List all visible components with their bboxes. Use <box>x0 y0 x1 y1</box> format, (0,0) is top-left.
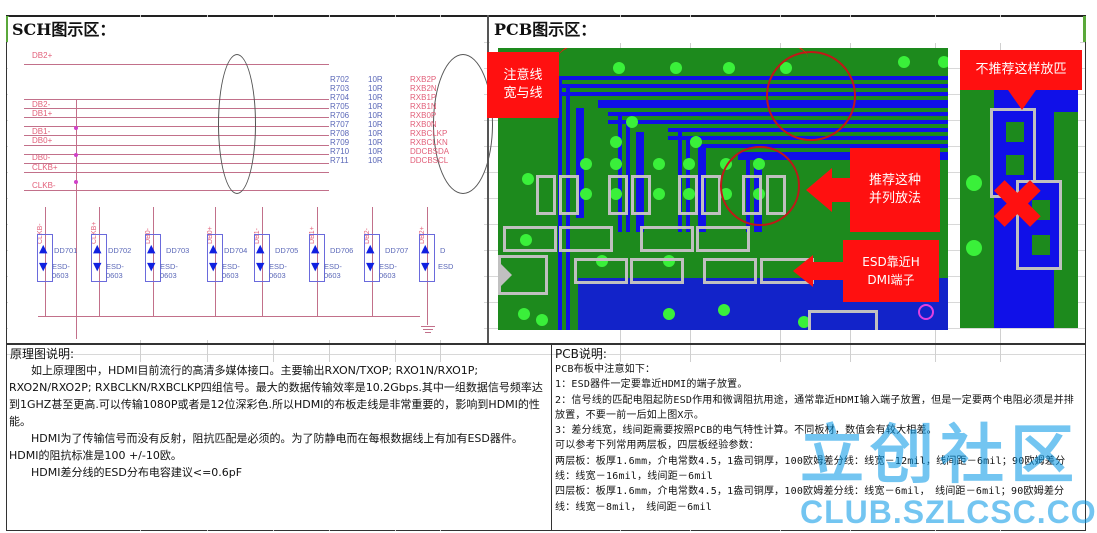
pcb-notes-line: 可以参考下列常用两层板，四层板经验参数： <box>555 440 759 452</box>
callout-recommend-parallel: 推荐这种并列放法 <box>850 148 940 232</box>
resistor-net: RXB0N <box>410 120 437 129</box>
connector-pin <box>498 261 512 289</box>
net-label: DB1- <box>32 127 51 136</box>
callout-esd-near-hdmi: ESD靠近HDMI端子 <box>843 240 939 302</box>
resistor-net: RXB0P <box>410 111 437 120</box>
section-divider <box>6 343 1086 345</box>
sch-notes-paragraph: HDMI为了传输信号而没有反射，阻抗匹配是必须的。为了防静电而在每根数据线上有加… <box>9 432 523 462</box>
resistor-value: 10R <box>368 84 383 93</box>
resistor-ref: R703 <box>330 84 350 93</box>
resistor-ref: R710 <box>330 147 350 156</box>
schematic-diagram: DB2+ DB2- DB1+ DB1- DB0+ DB0- CLKB+ CLKB… <box>8 42 493 340</box>
arrow-shaft <box>812 262 844 280</box>
wire <box>24 190 329 191</box>
pcb-notes-line: 两层板：板厚1.6mm，介电常数4.5，1盎司铜厚，100欧姆差分线：线宽－12… <box>555 455 1066 483</box>
pcb-notes-body: PCB布板中注意如下： 1：ESD器件一定要靠近HDMI的端子放置。 2：信号线… <box>555 362 1083 515</box>
callout-trace-width: 注意线宽与线 <box>487 52 559 118</box>
pcb-notes-title: PCB说明: <box>555 347 607 361</box>
highlight-ellipse <box>433 54 493 194</box>
wire <box>24 117 329 118</box>
resistor-value: 10R <box>368 111 383 120</box>
pcb-notes-line: 四层板：板厚1.6mm，介电常数4.5，1盎司铜厚，100欧姆差分线：线宽－6m… <box>555 486 1065 513</box>
arrow-shaft <box>830 178 852 202</box>
pcb-notes-cell <box>552 362 1085 530</box>
resistor-value: 10R <box>368 156 383 165</box>
wire <box>24 172 329 173</box>
cross-mark-icon: ✖ <box>988 164 1047 246</box>
highlight-ellipse <box>218 54 256 194</box>
wire <box>24 99 329 100</box>
highlight-circle <box>720 146 800 226</box>
arrow-left-icon <box>806 168 832 212</box>
net-label: CLKB+ <box>32 163 58 172</box>
pcb-notes-line: 2：信号线的匹配电阻起防ESD作用和微调阻抗用途，通常靠近HDMI输入端子放置，… <box>555 394 1074 421</box>
pcb-notes-line: 3：差分线宽，线间距需要按照PCB的电气特性计算。不同板材，数值会有较大相差。 <box>555 425 937 437</box>
pcb-notes-line: 1：ESD器件一定要靠近HDMI的端子放置。 <box>555 379 748 391</box>
arrow-left-icon <box>793 255 813 287</box>
resistor-value: 10R <box>368 147 383 156</box>
pcb-section-title: PCB图示区： <box>490 17 1080 43</box>
pcb-notes-line: PCB布板中注意如下： <box>555 364 656 375</box>
resistor-ref: R708 <box>330 129 350 138</box>
ground-bus <box>38 316 420 317</box>
resistor-value: 10R <box>368 129 383 138</box>
sch-notes-paragraph: 如上原理图中，HDMI目前流行的高清多媒体接口。主要输出RXON/TXOP; R… <box>9 364 543 428</box>
resistor-net: RXB2N <box>410 84 437 93</box>
resistor-value: 10R <box>368 120 383 129</box>
wire <box>24 163 329 164</box>
net-label: DB0- <box>32 153 51 162</box>
arrow-down-icon <box>1008 90 1036 110</box>
resistor-ref: R711 <box>330 156 349 165</box>
net-label: CLKB- <box>32 181 56 190</box>
resistor-net: RXBCLKP <box>410 129 448 138</box>
wire <box>24 135 329 136</box>
resistor-value: 10R <box>368 102 383 111</box>
resistor-value: 10R <box>368 75 383 84</box>
resistor-net: RXB1N <box>410 102 437 111</box>
sch-notes-paragraph: HDMI差分线的ESD分布电容建议<=0.6pF <box>9 466 243 479</box>
wire <box>24 145 329 146</box>
net-label: DB2+ <box>32 51 53 60</box>
highlight-circle <box>766 51 856 141</box>
net-label: DB2- <box>32 100 51 109</box>
sch-notes-cell <box>7 362 551 530</box>
callout-not-recommended: 不推荐这样放匹 <box>960 50 1082 90</box>
resistor-net: DDCBSCL <box>410 156 449 165</box>
net-label: DB0+ <box>32 136 53 145</box>
watermark-logo: 立创社区 <box>800 419 1080 491</box>
resistor-ref: R707 <box>330 120 350 129</box>
resistor-ref: R705 <box>330 102 350 111</box>
sch-notes-body: 如上原理图中，HDMI目前流行的高清多媒体接口。主要输出RXON/TXOP; R… <box>9 362 551 481</box>
net-label: DB1+ <box>32 109 53 118</box>
resistor-ref: R704 <box>330 93 350 102</box>
sch-section-title: SCH图示区： <box>8 17 478 43</box>
cell-selection-mark <box>1083 16 1086 42</box>
cell-selection-mark <box>6 16 9 42</box>
wire <box>24 64 329 65</box>
wire <box>76 99 77 339</box>
resistor-net: DDCBSDA <box>410 147 450 156</box>
resistor-ref: R702 <box>330 75 350 84</box>
wire <box>24 154 329 155</box>
resistor-net: RXBCLKN <box>410 138 448 147</box>
resistor-ref: R709 <box>330 138 350 147</box>
wire <box>24 126 329 127</box>
section-divider <box>487 15 489 345</box>
resistor-value: 10R <box>368 93 383 102</box>
wire <box>24 108 329 109</box>
resistor-ref: R706 <box>330 111 350 120</box>
junction <box>74 153 78 157</box>
resistor-net: RXB1P <box>410 93 437 102</box>
section-divider <box>551 343 552 531</box>
watermark-url: CLUB.SZLCSC.COM <box>800 494 1097 530</box>
sch-notes-title: 原理图说明: <box>10 347 75 361</box>
junction <box>74 126 78 130</box>
resistor-value: 10R <box>368 138 383 147</box>
junction <box>74 180 78 184</box>
pcb-bad-placement-image: ✖ <box>960 50 1078 328</box>
resistor-net: RXB2P <box>410 75 437 84</box>
pin1-marker <box>918 304 934 320</box>
